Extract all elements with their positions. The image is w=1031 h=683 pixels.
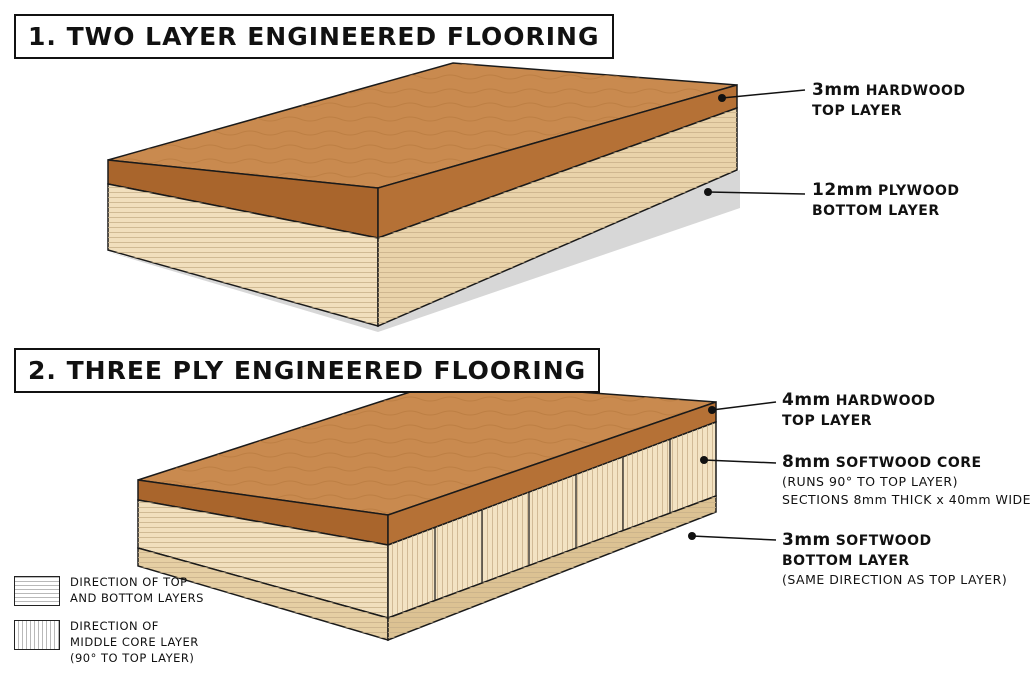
legend-text: DIRECTION OF (70, 619, 159, 633)
callout-layer: BOTTOM LAYER (782, 553, 910, 569)
callout-thickness: 3mm (782, 530, 831, 550)
callout-material: SOFTWOOD (835, 533, 932, 549)
callout-material: HARDWOOD (835, 393, 936, 409)
two-layer-board (107, 62, 740, 332)
callout-thickness: 8mm (782, 452, 831, 472)
callout-thickness: 12mm (812, 180, 874, 200)
three-ply-board (137, 381, 717, 642)
vertical-grain-swatch (14, 620, 60, 650)
title-two-layer: 1. TWO LAYER ENGINEERED FLOORING (14, 14, 614, 59)
board2-core-sections (434, 439, 671, 601)
callout-hardwood-top-4mm: 4mm HARDWOOD TOP LAYER (782, 390, 936, 431)
callout-plywood-bottom-12mm: 12mm PLYWOOD BOTTOM LAYER (812, 180, 960, 221)
callout-hardwood-top-3mm: 3mm HARDWOOD TOP LAYER (812, 80, 966, 121)
callout-material: SOFTWOOD CORE (835, 455, 982, 471)
callout-softwood-bottom-3mm: 3mm SOFTWOOD BOTTOM LAYER (SAME DIRECTIO… (782, 530, 1007, 589)
callout-thickness: 4mm (782, 390, 831, 410)
legend-text: MIDDLE CORE LAYER (70, 635, 199, 649)
legend-text: (90° TO TOP LAYER) (70, 651, 195, 665)
callout-layer: TOP LAYER (812, 103, 902, 119)
board2-callouts (688, 401, 777, 541)
callout-layer: TOP LAYER (782, 413, 872, 429)
legend-text: DIRECTION OF TOP (70, 575, 188, 589)
legend-horizontal-direction: DIRECTION OF TOP AND BOTTOM LAYERS (14, 574, 234, 608)
callout-note: (SAME DIRECTION AS TOP LAYER) (782, 572, 1008, 587)
callout-material: HARDWOOD (865, 83, 966, 99)
board1-callouts (704, 89, 806, 196)
legend-vertical-direction: DIRECTION OF MIDDLE CORE LAYER (90° TO T… (14, 618, 234, 670)
callout-softwood-core-8mm: 8mm SOFTWOOD CORE (RUNS 90° TO TOP LAYER… (782, 452, 1031, 509)
callout-thickness: 3mm (812, 80, 861, 100)
horizontal-grain-swatch (14, 576, 60, 606)
callout-note: SECTIONS 8mm THICK x 40mm WIDE (782, 492, 1031, 507)
legend-text: AND BOTTOM LAYERS (70, 591, 204, 605)
callout-layer: BOTTOM LAYER (812, 203, 940, 219)
callout-material: PLYWOOD (878, 183, 960, 199)
callout-note: (RUNS 90° TO TOP LAYER) (782, 474, 958, 489)
title-three-ply: 2. THREE PLY ENGINEERED FLOORING (14, 348, 601, 393)
